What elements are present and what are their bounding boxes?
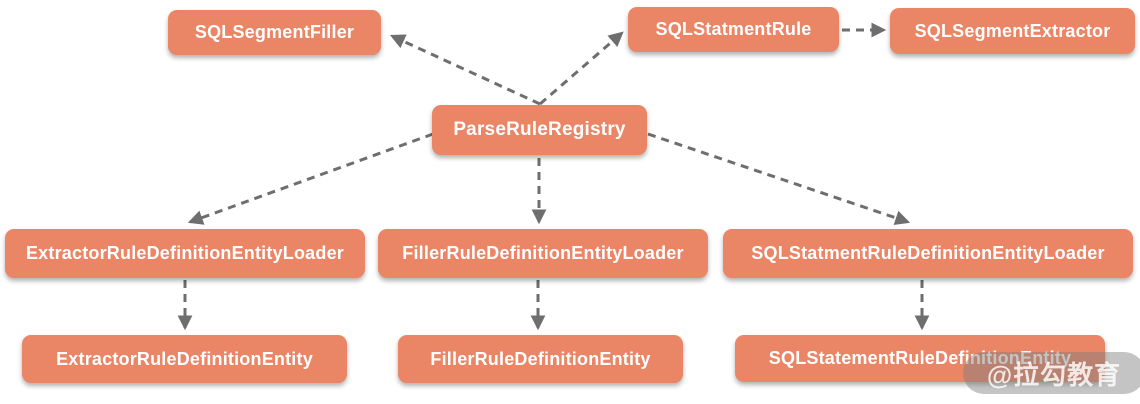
edge-registry-to-segmentfiller (389, 34, 541, 106)
node-extractor-rule-definition-entity-loader: ExtractorRuleDefinitionEntityLoader (5, 229, 365, 278)
node-parse-rule-registry: ParseRuleRegistry (432, 105, 647, 155)
node-sql-statement-rule-definition-entity: SQLStatementRuleDefinitionEntity (735, 335, 1105, 382)
node-sql-statment-rule: SQLStatmentRule (628, 7, 839, 52)
node-filler-rule-definition-entity-loader: FillerRuleDefinitionEntityLoader (378, 229, 708, 278)
node-extractor-rule-definition-entity: ExtractorRuleDefinitionEntity (22, 335, 347, 383)
edge-registry-to-extractorloader (187, 132, 434, 225)
node-sql-segment-filler: SQLSegmentFiller (168, 10, 381, 55)
node-sql-segment-extractor: SQLSegmentExtractor (890, 8, 1135, 54)
node-filler-rule-definition-entity: FillerRuleDefinitionEntity (398, 335, 683, 383)
edge-registry-to-statmentloader (647, 132, 911, 226)
node-sql-statment-rule-definition-entity-loader: SQLStatmentRuleDefinitionEntityLoader (723, 229, 1133, 278)
edge-registry-to-statmentrule (539, 31, 624, 106)
watermark-badge: @拉勾教育 (963, 352, 1140, 394)
